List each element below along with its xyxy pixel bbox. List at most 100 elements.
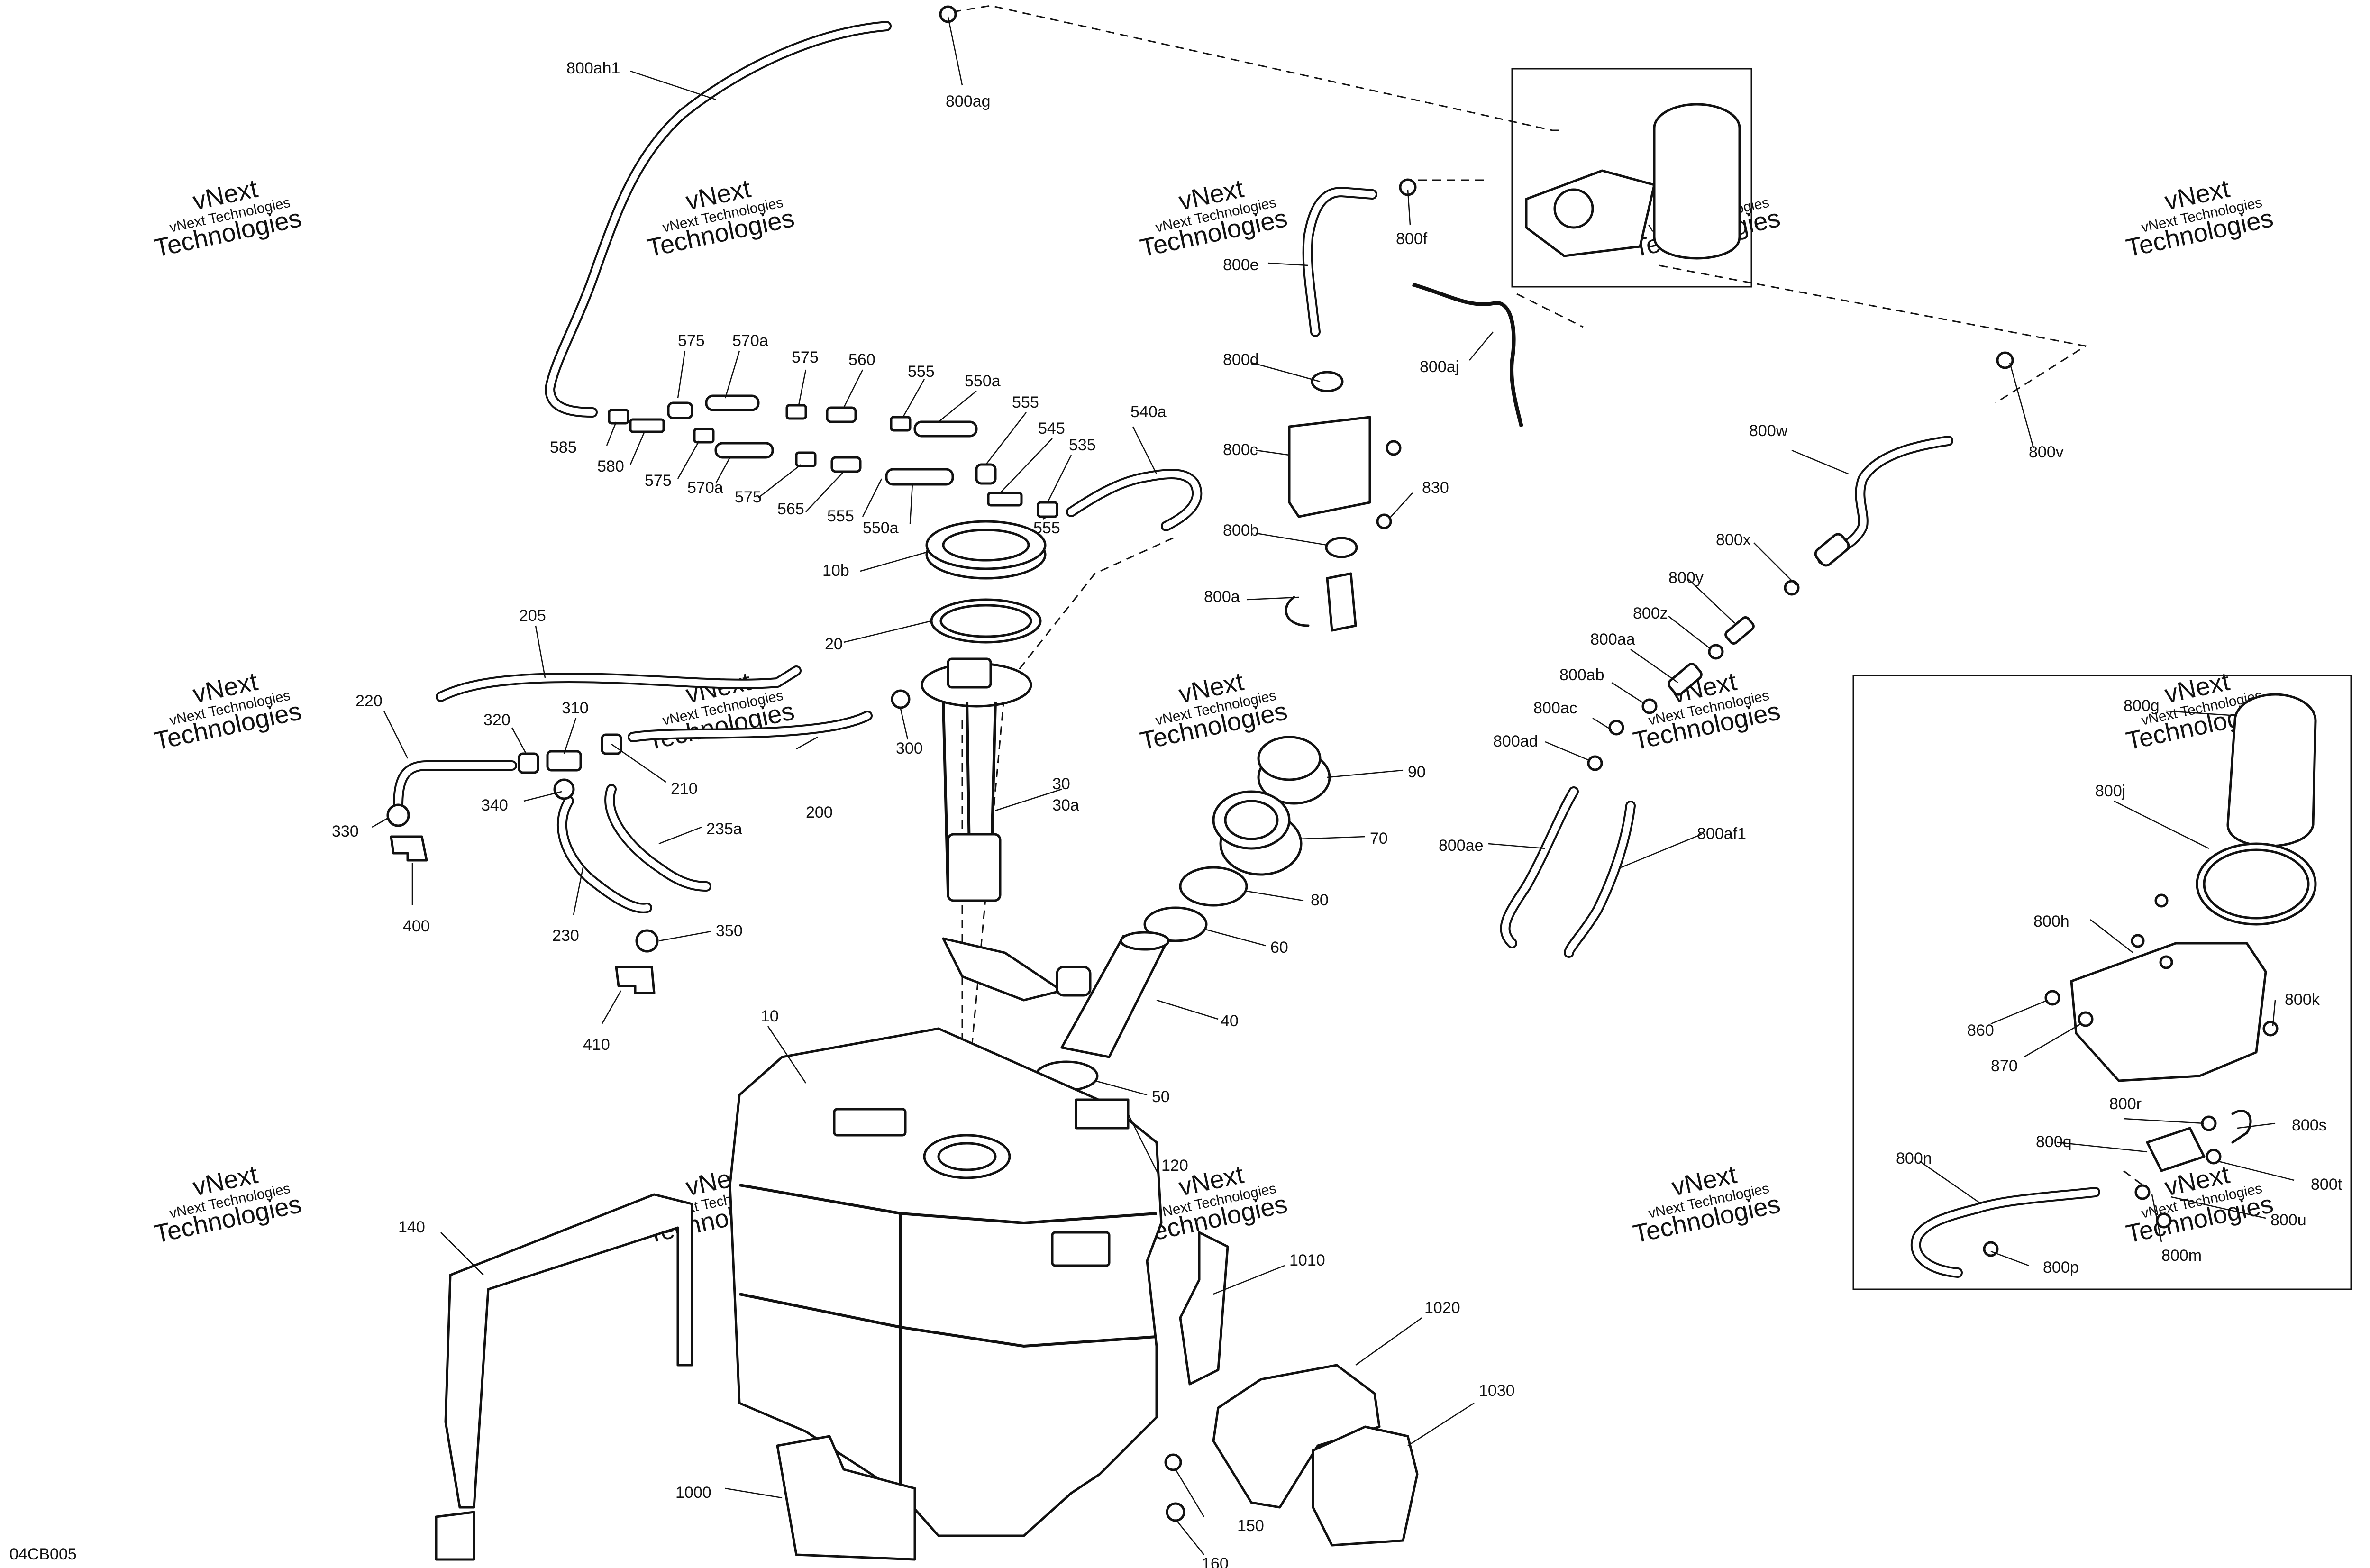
hose-800e (1302, 187, 1377, 337)
label-565: 565 (777, 500, 804, 518)
fitting (608, 409, 629, 425)
hose-800af1 (1564, 801, 1636, 958)
clamp-350 (635, 929, 659, 953)
label-235a: 235a (706, 820, 742, 838)
label-160: 160 (1202, 1555, 1229, 1568)
tube-570a (714, 442, 774, 459)
label-800aa: 800aa (1590, 630, 1635, 648)
band-800j (2196, 842, 2317, 926)
label-570a: 570a (732, 332, 768, 350)
diagram-code: 04CB005 (9, 1545, 77, 1563)
label-800w: 800w (1749, 422, 1788, 440)
filler-hose-40 (1060, 931, 1170, 1058)
fitting (667, 401, 693, 419)
label-800f: 800f (1396, 230, 1428, 248)
label-310: 310 (562, 699, 589, 717)
tube-570a (705, 394, 760, 411)
label-800ag: 800ag (946, 92, 991, 110)
label-140: 140 (398, 1218, 425, 1236)
fitting (693, 428, 715, 444)
clamp-80 (1179, 866, 1248, 907)
label-800e: 800e (1223, 256, 1259, 274)
label-800v: 800v (2029, 443, 2064, 461)
label-580: 580 (597, 457, 624, 475)
guard-1030 (1312, 1425, 1419, 1547)
label-800d: 800d (1223, 351, 1259, 369)
label-320: 320 (483, 711, 510, 729)
label-555: 555 (908, 363, 935, 381)
leader-lines (372, 16, 2295, 1555)
label-800ah1: 800ah1 (566, 59, 620, 77)
watermark: vNext Technologies vNext Technologies (1138, 667, 1290, 756)
label-50: 50 (1152, 1088, 1170, 1106)
fitting-545 (975, 463, 997, 485)
label-340: 340 (481, 796, 508, 814)
hose-800a (1285, 572, 1357, 632)
label-70: 70 (1370, 830, 1388, 848)
label-800p: 800p (2043, 1258, 2079, 1276)
clamp-800d (1311, 371, 1344, 392)
label-800x: 800x (1716, 531, 1751, 549)
label-330: 330 (332, 822, 359, 840)
label-1010: 1010 (1289, 1251, 1325, 1269)
shield-1010 (1179, 1231, 1229, 1386)
watermark: vNext Technologies vNext Technologies (645, 174, 797, 263)
watermark: vNext Technologies vNext Technologies (1138, 174, 1290, 263)
label-800c: 800c (1223, 441, 1258, 459)
watermark: vNext Technologies vNext Technologies (1631, 1160, 1783, 1249)
label-540a: 540a (1130, 403, 1167, 421)
label-800ad: 800ad (1493, 732, 1538, 750)
hose-540a (1066, 469, 1203, 531)
label-555: 555 (1012, 393, 1039, 411)
label-550a: 550a (965, 372, 1001, 390)
label-300: 300 (896, 739, 923, 757)
label-210: 210 (671, 780, 698, 798)
connector-310 (546, 750, 582, 772)
fitting (795, 451, 817, 467)
label-20: 20 (825, 635, 843, 653)
hose-800n (1910, 1187, 2100, 1278)
canister-800g (2226, 693, 2317, 848)
fitting-580 (629, 418, 665, 433)
tank-cap-120 (1075, 1098, 1130, 1130)
fitting-800v (1996, 351, 2014, 369)
clamp-300 (891, 689, 911, 709)
canister-detail-inset (1511, 68, 1752, 288)
canister-exploded-inset (1852, 675, 2352, 1290)
watermark: vNext Technologies vNext Technologies (2124, 174, 2276, 263)
watermark: vNext Technologies vNext Technologies (152, 1160, 304, 1249)
left-fittings (386, 689, 911, 994)
watermarks: vNext Technologies vNext Technologies vN… (152, 174, 2276, 1249)
watermark: vNext Technologies vNext Technologies (152, 667, 304, 756)
label-800m: 800m (2161, 1247, 2202, 1265)
fitting (785, 404, 807, 420)
label-220: 220 (356, 692, 383, 710)
label-800r: 800r (2109, 1095, 2142, 1113)
fitting-chain-800 (1587, 533, 1850, 771)
fitting-545 (987, 492, 1023, 507)
label-1030: 1030 (1479, 1382, 1515, 1400)
hose-200 (628, 711, 873, 742)
hose-800w (1817, 436, 1953, 565)
label-800n: 800n (1896, 1149, 1932, 1167)
label-150: 150 (1237, 1517, 1264, 1535)
label-230: 230 (552, 927, 579, 945)
fitting (890, 416, 912, 432)
label-800a: 800a (1204, 588, 1240, 606)
label-30: 30 (1052, 775, 1070, 793)
label-800j: 800j (2095, 782, 2125, 800)
washer-150 (1164, 1453, 1182, 1471)
label-800k: 800k (2285, 991, 2320, 1009)
label-800h: 800h (2033, 912, 2069, 930)
tube-550a (913, 420, 978, 438)
screw (1386, 440, 1402, 456)
label-1020: 1020 (1424, 1299, 1460, 1317)
label-40: 40 (1221, 1012, 1239, 1030)
tube-550a (885, 468, 954, 486)
fitting-800ag (939, 5, 957, 23)
label-1000: 1000 (675, 1484, 711, 1502)
label-870: 870 (1991, 1057, 2018, 1075)
label-585: 585 (550, 438, 577, 456)
clamp-340 (553, 778, 575, 800)
